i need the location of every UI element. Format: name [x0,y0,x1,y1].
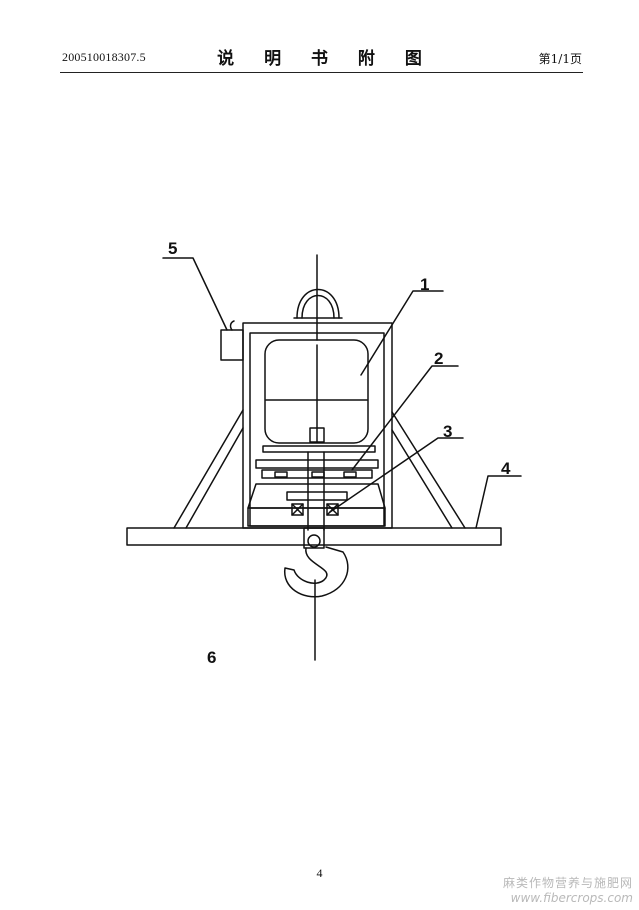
part-label-6: 6 [207,648,216,667]
leader-4 [475,475,522,529]
leader-5 [162,257,228,331]
application-number: 200510018307.5 [62,50,146,64]
part-label-1: 1 [420,275,429,294]
plate-top [262,445,376,453]
slot-center [311,471,325,478]
watermark-name: 麻类作物营养与施肥网 [502,876,633,890]
part-label-3: 3 [443,422,452,441]
hook-eye [307,534,321,548]
leader-1 [360,290,444,376]
slot-right [343,471,357,478]
page-title: 说 明 书 附 图 [217,49,434,69]
leg-right-outer [391,411,466,529]
plate-upper [255,459,379,469]
plate-mid [261,469,373,479]
gear-plate [286,491,348,501]
part-label-5: 5 [168,239,177,258]
page-indicator: 第1/1页 [538,52,582,66]
part-label-2: 2 [434,349,443,368]
slot-left [274,471,288,478]
leader-2 [351,365,459,471]
leader-3 [329,437,464,513]
watermark-site: www.fibercrops.com [510,891,633,905]
site-watermark: 麻类作物营养与施肥网 www.fibercrops.com [503,876,633,906]
leg-left-inner [185,427,244,529]
bearing-left [291,503,304,516]
hook-eye-block [303,527,325,549]
bearing-right [326,503,339,516]
side-box [220,329,244,361]
leg-left-outer [173,409,244,529]
page-number: 4 [316,866,323,880]
lifting-shackle [296,288,340,319]
part-label-4: 4 [501,459,511,478]
motor-housing [264,339,369,444]
coupling-block [309,427,325,443]
header-rule [60,72,583,73]
base-beam [126,527,502,546]
leg-right-inner [391,429,453,529]
side-box-hook [229,320,235,331]
gear-base [247,507,386,527]
hook [284,546,349,598]
lifting-shackle-inner [301,294,335,319]
